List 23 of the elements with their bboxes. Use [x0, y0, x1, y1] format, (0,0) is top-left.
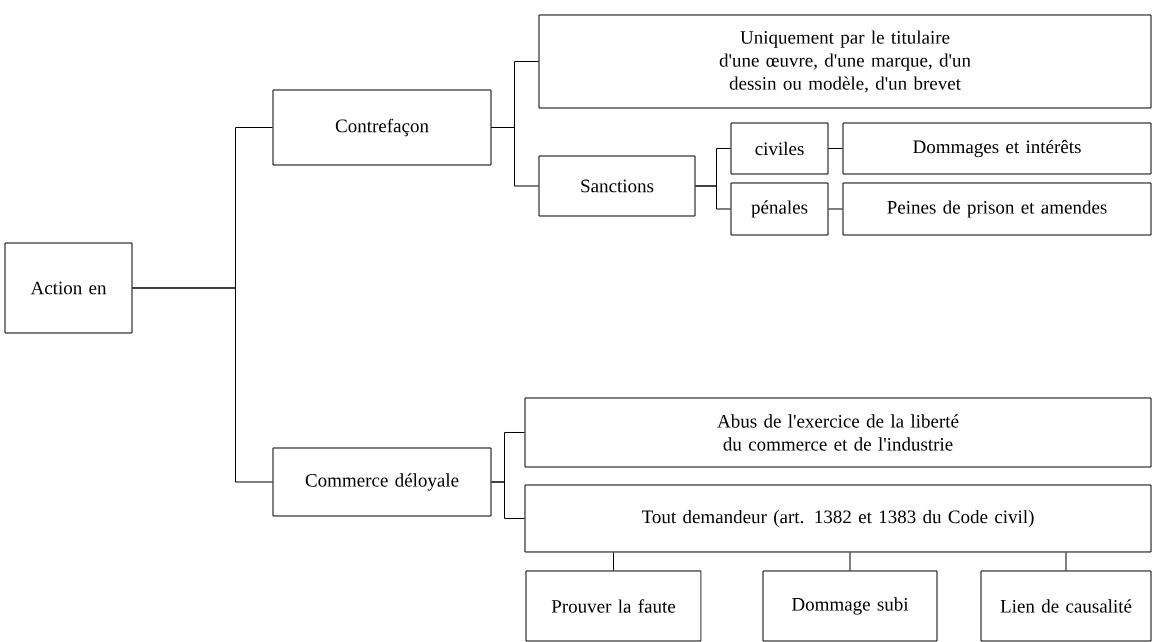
connector-line — [828, 208, 843, 210]
text-box: Prouver la faute — [525, 570, 702, 642]
connector-line — [828, 148, 843, 149]
connector-line — [849, 552, 851, 571]
text-box: Abus de l'exercice de la liberté du commerce et de l'industrie — [524, 397, 1152, 468]
text-box: civiles — [730, 122, 829, 175]
connector-line — [132, 287, 273, 483]
connector-line — [1065, 552, 1067, 571]
text-box: Action en — [4, 242, 133, 334]
text-box: Lien de causalité — [980, 570, 1152, 642]
text-box: Commerce déloyale — [272, 447, 492, 517]
connector-line — [491, 481, 525, 519]
text-box: Contrefaçon — [272, 89, 492, 166]
text-box: Dommages et intérêts — [842, 122, 1152, 175]
text-box: Dommage subi — [762, 570, 938, 642]
text-box: Peines de prison et amendes — [842, 182, 1152, 236]
text-box: Sanctions — [538, 155, 696, 217]
connector-line — [613, 552, 614, 571]
connector-line — [491, 127, 539, 187]
text-box: Tout demandeur (art. 1382 et 1383 du Code civil) — [524, 484, 1152, 553]
connector-line — [695, 185, 731, 210]
text-box: Uniquement par le titulaire d'une œuvre, d'une marque, d'un dessin ou modèle, d'un brevet — [538, 14, 1152, 109]
text-box: pénales — [730, 182, 829, 236]
